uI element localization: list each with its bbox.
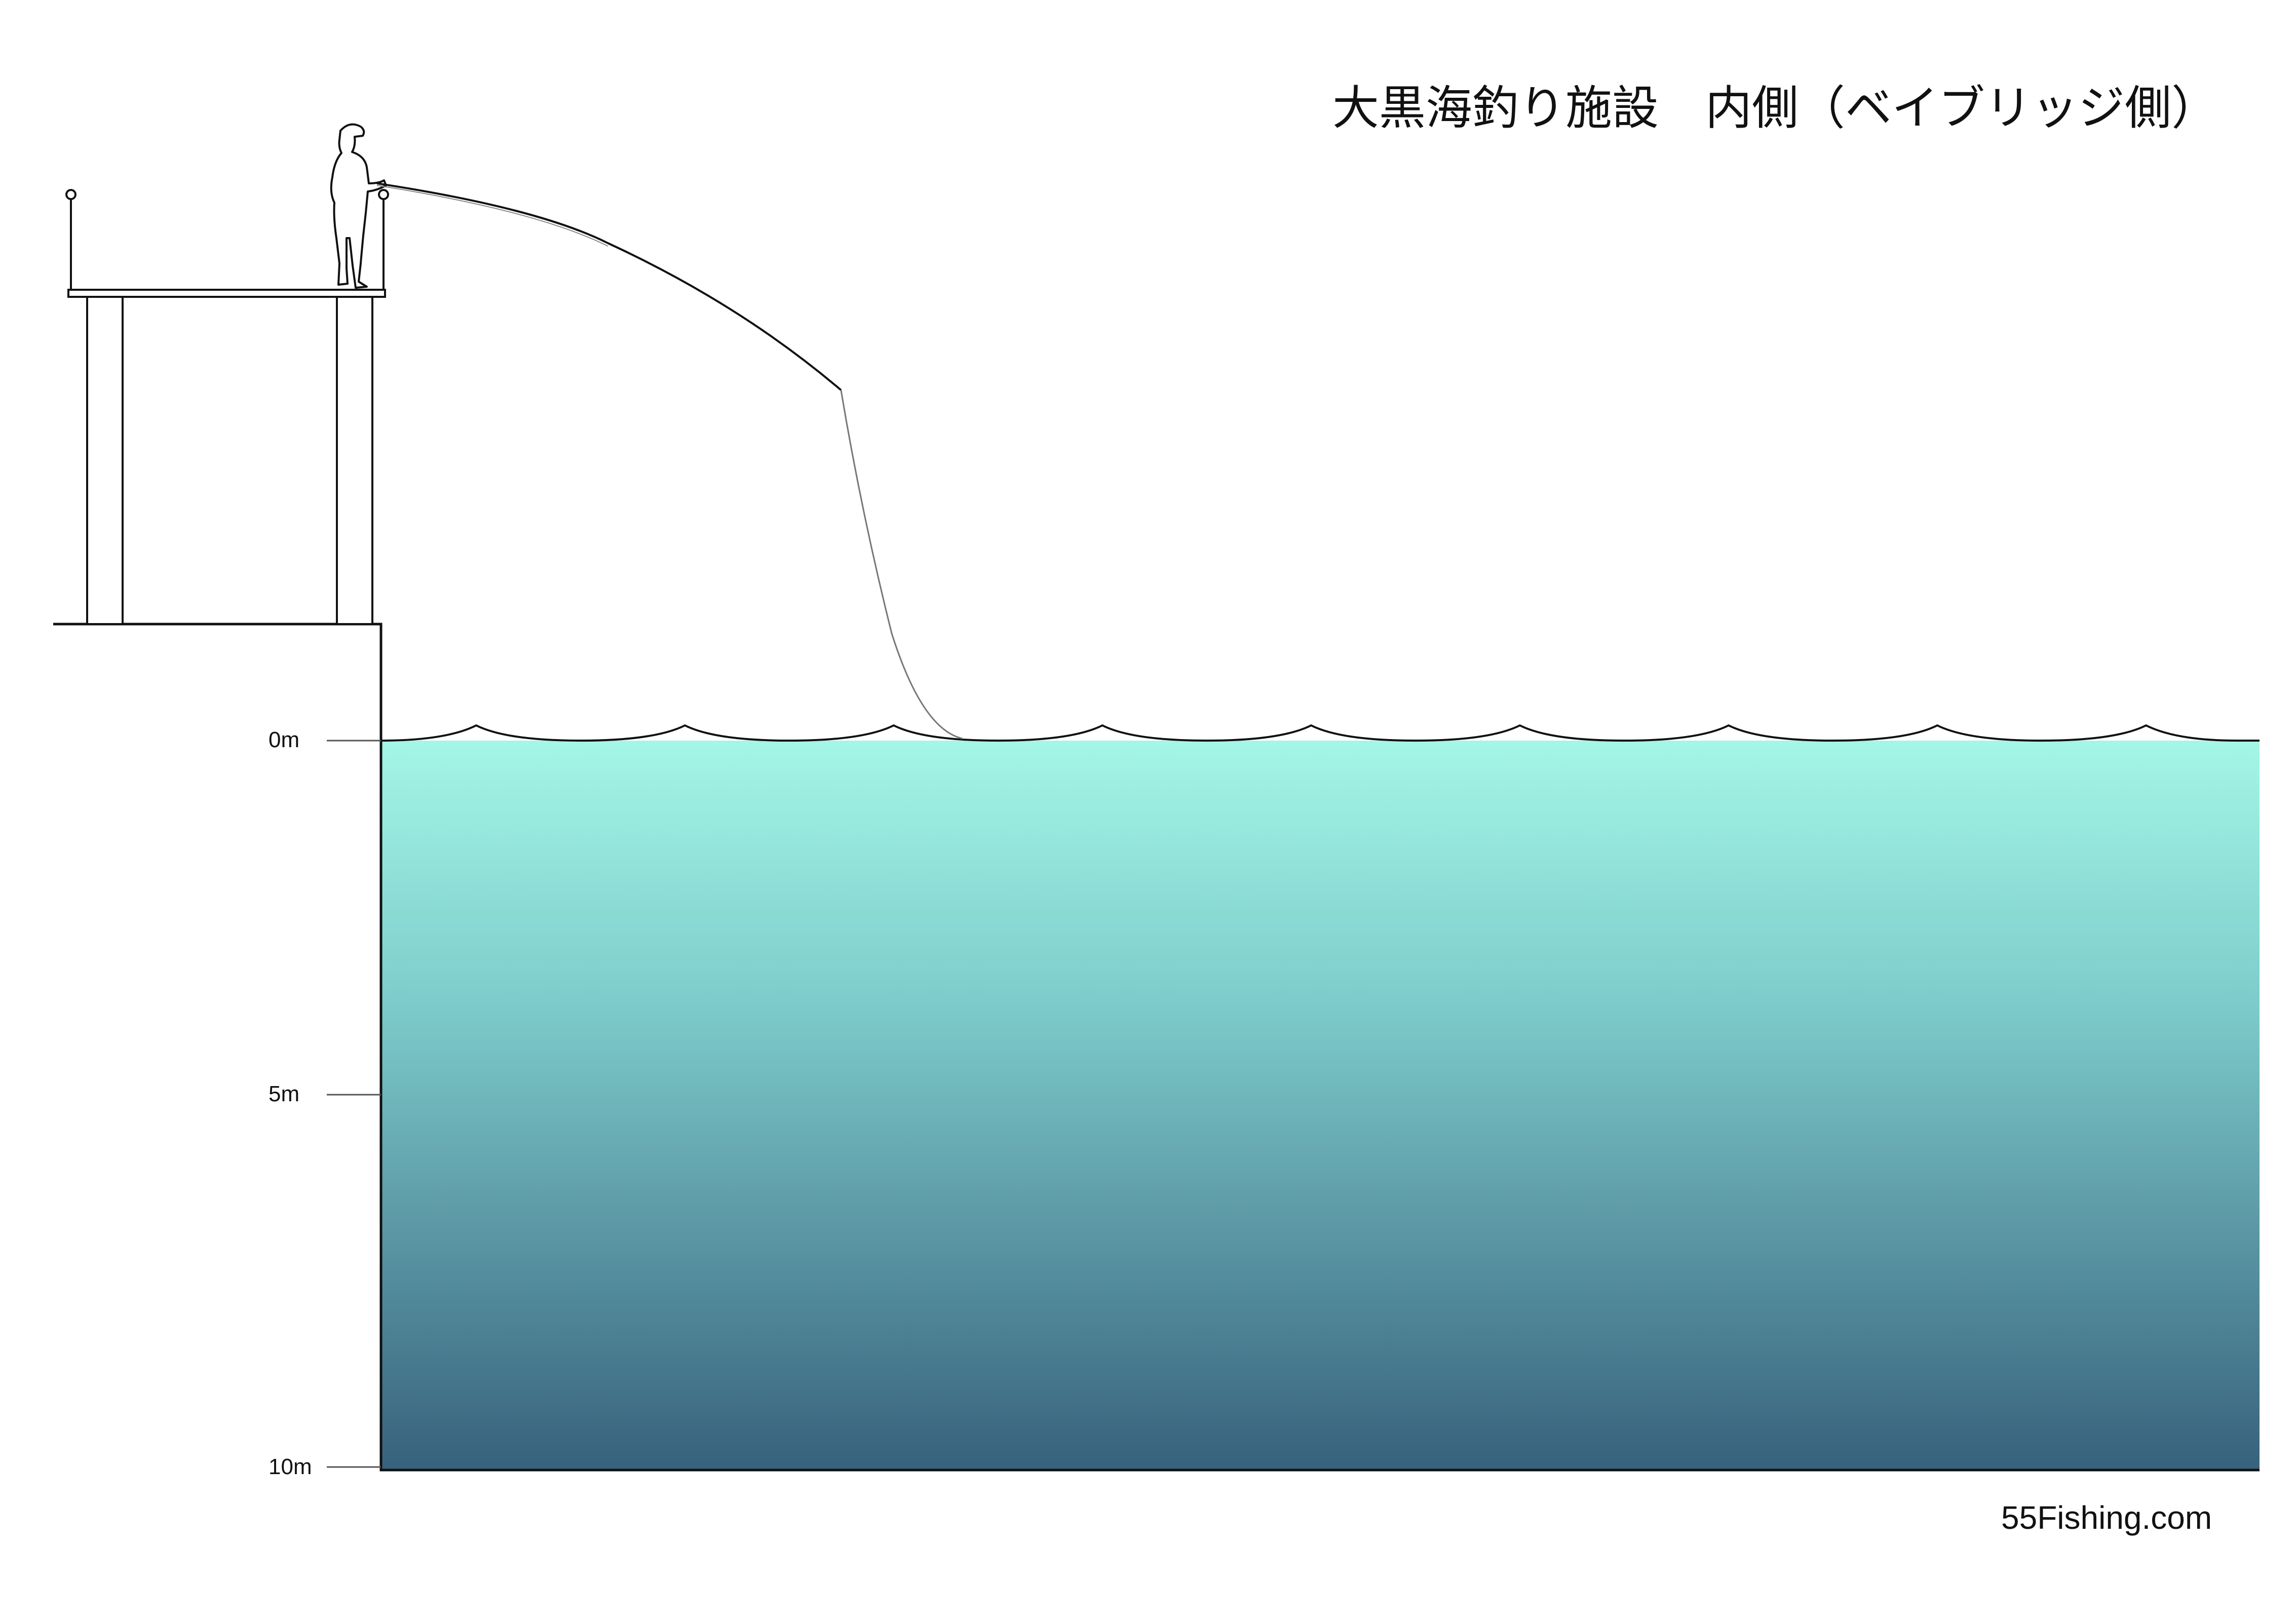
pier-pillar-left: [86, 296, 124, 625]
pier-pillar-right: [336, 296, 373, 625]
water-body: [381, 741, 2260, 1471]
angler-silhouette-icon: [330, 123, 387, 289]
railing-post-icon: [65, 189, 76, 200]
quay-wall: [53, 623, 2260, 1472]
water-surface-waves: [380, 724, 2260, 742]
railing-post-icon: [378, 189, 389, 200]
depth-label-0m: 0m: [269, 727, 299, 752]
brand-watermark: 55Fishing.com: [2001, 1499, 2212, 1536]
pier-structure: [65, 189, 389, 625]
diagram-title: 大黒海釣り施設 内側（ベイブリッジ側）: [1332, 81, 2218, 135]
depth-label-5m: 5m: [269, 1082, 299, 1106]
depth-label-10m: 10m: [269, 1454, 312, 1479]
fishing-rod-icon: [376, 182, 963, 740]
pier-deck: [67, 289, 386, 298]
fishing-line: [840, 390, 963, 740]
depth-scale: 0m 5m 10m: [269, 727, 381, 1479]
